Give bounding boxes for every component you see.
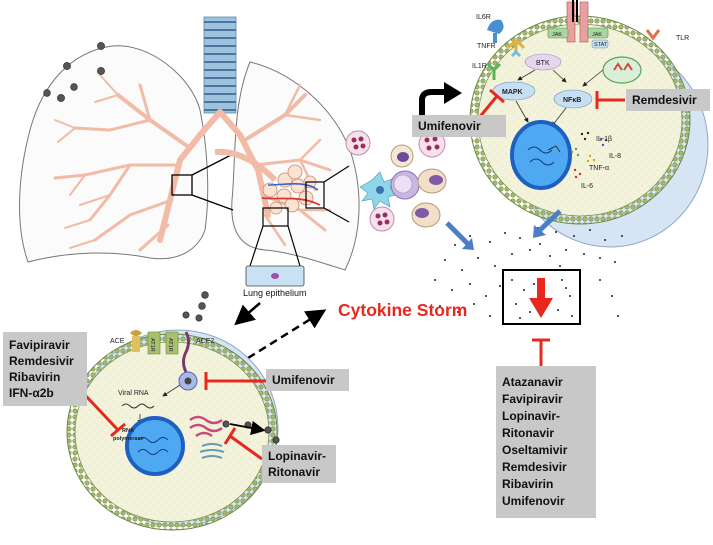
nfkb-label: NFκB: [563, 97, 581, 104]
lymphocyte-1: [390, 144, 414, 168]
virus-particles: [43, 42, 105, 102]
inhibit-storm-group-box: [532, 338, 550, 366]
drug-ribavirin: Ribavirin: [502, 477, 554, 491]
drug-lopinavir: Lopinavir-: [268, 449, 327, 463]
drug-oseltamivir: Oseltamivir: [502, 443, 568, 457]
neutrophil-3: [369, 206, 395, 232]
drug-umifenovir: Umifenovir: [272, 373, 335, 387]
il1r-label: IL1R: [472, 63, 487, 70]
rna-polymerase-label-1: RNA: [122, 428, 134, 434]
drug-box-storm-group: Atazanavir Favipiravir Lopinavir- Ritona…: [496, 366, 596, 518]
drug-box-umifenovir-top: Umifenovir: [412, 115, 506, 137]
lung-illustration: [19, 16, 360, 271]
drug-atazanavir: Atazanavir: [502, 375, 563, 389]
cytokine-dot-field: [434, 227, 623, 317]
drug-box-remdesivir-top: Remdesivir: [626, 89, 710, 111]
drug-remdesivir: Remdesivir: [502, 460, 567, 474]
cytokine-dots: [570, 131, 608, 179]
lung-epithelium: Lung epithelium: [243, 265, 307, 298]
tnfr-receptor: TNFR: [477, 38, 526, 58]
ace2-label: ACE2: [196, 338, 214, 345]
drug-ritonavir: Ritonavir: [268, 465, 321, 479]
infected-epithelial-cell: ACE AT1R AT1R ACE2 Viral RNA: [66, 291, 280, 531]
inhibit-left-group-polymerase: [84, 394, 126, 438]
btk-label: BTK: [536, 60, 550, 67]
tnfr-label: TNFR: [477, 43, 496, 50]
mapk-label: MAPK: [502, 89, 523, 96]
rna-polymerase-label-2: polymerase: [113, 436, 144, 442]
mapk-node: MAPK: [492, 81, 536, 101]
il1b-label: IL-1β: [596, 136, 612, 143]
il1r-receptor: IL1R: [472, 62, 502, 80]
ace-label: ACE: [110, 338, 125, 345]
monocyte-2: [417, 168, 447, 194]
drug-ifn-alpha-2b: IFN-α2b: [9, 386, 54, 400]
il8-label: IL-8: [609, 153, 621, 160]
macrophage: [359, 171, 401, 210]
curved-arrow: [419, 89, 445, 124]
ace2-receptor: ACE2: [182, 331, 214, 373]
drug-ribavirin: Ribavirin: [9, 370, 61, 384]
bronchial-tree: [53, 74, 332, 252]
endoplasmic-reticulum: [189, 415, 223, 438]
drug-umifenovir: Umifenovir: [418, 119, 481, 133]
drug-ritonavir: Ritonavir: [502, 426, 555, 440]
il6r-label: IL6R: [476, 14, 491, 21]
drug-remdesivir: Remdesivir: [9, 354, 74, 368]
cytokine-receptor-jak: JAK JAK STAT: [547, 0, 609, 49]
incoming-viruses: [182, 291, 209, 322]
drug-lopinavir: Lopinavir-: [502, 409, 561, 423]
monocyte-1: [390, 170, 420, 200]
drug-remdesivir: Remdesivir: [632, 93, 697, 107]
drug-favipiravir: Favipiravir: [9, 338, 70, 352]
immune-cell-nucleus: [510, 120, 572, 190]
tlr-receptor: TLR: [645, 29, 689, 42]
black-arrows: [234, 302, 327, 360]
btk-node: BTK: [524, 53, 562, 71]
cytokine-storm-box: [502, 269, 581, 325]
assembled-virions: [222, 420, 280, 444]
at1r-receptor-1: AT1R: [147, 331, 161, 355]
inhibition-lines: [84, 88, 625, 461]
at1r-label-2: AT1R: [167, 338, 173, 352]
il6r-receptor: IL6R: [476, 14, 504, 43]
nfkb-node: NFκB: [553, 89, 593, 109]
golgi: [199, 443, 225, 459]
monocyte-3: [411, 202, 441, 228]
neutrophil-1: [345, 130, 371, 156]
zoom-box: [171, 174, 193, 196]
tnfa-label: TNF-α: [589, 165, 609, 172]
viral-rna-label: Viral RNA: [118, 390, 149, 397]
immune-cell-signaling: IL6R TNFR IL1R JAK JAK STAT TLR: [469, 0, 709, 248]
il6-label: IL-6: [581, 183, 593, 190]
inhibit-umifenovir-endosome: [204, 372, 266, 390]
drug-favipiravir: Favipiravir: [502, 392, 563, 406]
endosome: [602, 56, 642, 84]
jak-right-label: JAK: [592, 32, 602, 38]
immune-cells: [345, 130, 447, 232]
at1r-label-1: AT1R: [149, 338, 155, 352]
ace-receptor: ACE: [110, 330, 142, 352]
at1r-receptor-2: AT1R: [165, 331, 179, 355]
drug-box-lopinavir: Lopinavir- Ritonavir: [262, 445, 336, 483]
tlr-label: TLR: [676, 35, 689, 42]
cytokine-storm-title: Cytokine Storm: [338, 300, 468, 320]
trachea: [203, 16, 237, 114]
drug-box-left-group: Favipiravir Remdesivir Ribavirin IFN-α2b: [3, 332, 87, 406]
viral-endosome: [178, 371, 198, 391]
inhibit-remdesivir-nfkb: [595, 91, 625, 109]
alveoli-cluster: [214, 148, 350, 267]
lung-epithelium-label: Lung epithelium: [243, 288, 307, 298]
drug-umifenovir: Umifenovir: [502, 494, 565, 508]
drug-box-umifenovir-mid: Umifenovir: [266, 369, 349, 391]
jak-left-label: JAK: [552, 32, 562, 38]
infected-cell-nucleus: [125, 416, 185, 476]
inhibit-lopinavir-protease: [223, 427, 263, 461]
blue-arrows: [445, 209, 562, 250]
stat-label: STAT: [594, 42, 608, 48]
